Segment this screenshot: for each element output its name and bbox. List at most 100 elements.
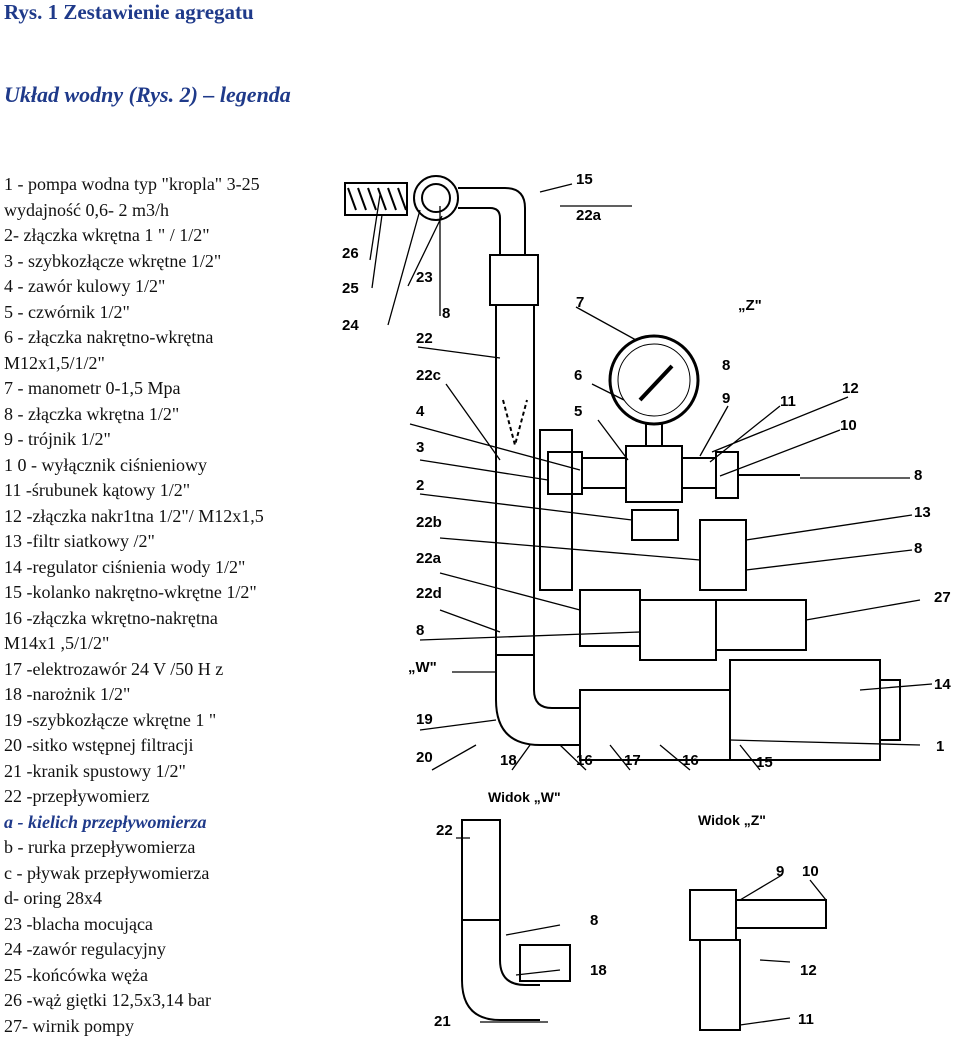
- label-1: 1: [936, 738, 944, 755]
- label-8-a: 8: [442, 305, 450, 322]
- label-14: 14: [934, 676, 951, 693]
- legend-item: 19 -szybkozłącze wkrętne 1 ": [4, 709, 217, 730]
- valve-24-shape: [413, 175, 459, 221]
- view-z-label-12: 12: [800, 962, 817, 979]
- legend-item: 9 - trójnik 1/2": [4, 429, 111, 449]
- view-w-fitting: [519, 944, 571, 982]
- label-8-d: 8: [914, 540, 922, 557]
- filter-13-shape: [699, 519, 747, 591]
- label-10: 10: [840, 417, 857, 434]
- view-z-label-9: 9: [776, 863, 784, 880]
- legend-item: 20 -sitko wstępnej filtracji: [4, 735, 194, 755]
- view-z-title: Widok „Z": [698, 812, 766, 828]
- label-9: 9: [722, 390, 730, 407]
- label-23: 23: [416, 269, 433, 286]
- legend-item: 24 -zawór regulacyjny: [4, 939, 166, 959]
- label-15-b: 15: [756, 754, 773, 771]
- legend-item: 3 - szybkozłącze wkrętne 1/2": [4, 250, 222, 271]
- pump-end-shape: [880, 679, 901, 741]
- label-20: 20: [416, 749, 433, 766]
- label-5: 5: [574, 403, 582, 420]
- legend-item: 16 -złączka wkrętno-nakrętna: [4, 607, 218, 628]
- label-3: 3: [416, 439, 424, 456]
- label-27: 27: [934, 589, 951, 606]
- legend-item: 23 -blacha mocująca: [4, 913, 153, 934]
- pressure-switch-10-shape: [715, 451, 739, 499]
- flowmeter-float: [502, 399, 528, 449]
- legend-item: 12 -złączka nakr1tna 1/2"/ M12x1,5: [4, 505, 264, 526]
- view-w-label-18: 18: [590, 962, 607, 979]
- regulator-14-shape: [715, 599, 807, 651]
- legend-item: 6 - złączka nakrętno-wkrętna: [4, 327, 214, 347]
- label-12: 12: [842, 380, 859, 397]
- label-4: 4: [416, 403, 425, 420]
- hose-hatch: [347, 187, 407, 211]
- legend-item: M14x1 ,5/1/2": [4, 633, 110, 653]
- legend-item: 13 -filtr siatkowy /2": [4, 531, 155, 551]
- pump-1-shape: [729, 659, 881, 761]
- elbow-15-shape: [458, 187, 526, 255]
- solenoid-17-shape: [579, 589, 641, 647]
- view-z-pipe: [735, 899, 827, 929]
- legend-item: 4 - zawór kulowy 1/2": [4, 276, 166, 296]
- quick-coupler-3-shape: [547, 451, 583, 495]
- legend-item: 26 -wąż giętki 12,5x3,14 bar: [4, 990, 211, 1010]
- flowmeter-tube: [495, 304, 535, 656]
- leader-lines: [369, 183, 933, 1026]
- label-18: 18: [500, 752, 517, 769]
- view-w-label-8: 8: [590, 912, 598, 929]
- legend-item: d- oring 28x4: [4, 888, 102, 908]
- page-title: Rys. 1 Zestawienie agregatu: [4, 0, 254, 24]
- legend-item: wydajność 0,6- 2 m3/h: [4, 199, 169, 220]
- label-25: 25: [342, 280, 359, 297]
- ball-valve-4-shape: [581, 457, 627, 489]
- label-8-c: 8: [914, 467, 922, 484]
- manometer-stem: [645, 423, 663, 447]
- label-11: 11: [780, 393, 796, 410]
- view-w-label-21: 21: [434, 1013, 451, 1030]
- label-22a-top: 22a: [576, 207, 602, 224]
- label-7: 7: [576, 294, 584, 311]
- label-8-b: 8: [722, 357, 730, 374]
- label-22a: 22a: [416, 550, 442, 567]
- hose-shape: [344, 182, 408, 216]
- label-15: 15: [576, 171, 593, 188]
- legend-item: 7 - manometr 0-1,5 Mpa: [4, 378, 181, 398]
- label-view-w-arrow: „W": [408, 659, 437, 676]
- view-z-elbow: [699, 939, 741, 1031]
- label-24: 24: [342, 317, 359, 334]
- legend-item: 1 0 - wyłącznik ciśnieniowy: [4, 454, 207, 475]
- legend-item: 11 -śrubunek kątowy 1/2": [4, 480, 191, 500]
- legend-item: 21 -kranik spustowy 1/2": [4, 760, 186, 781]
- legend-item: 8 - złączka wkrętna 1/2": [4, 403, 180, 424]
- fitting-2-shape: [631, 509, 679, 541]
- manometer-needle: [638, 364, 674, 402]
- legend-item: a - kielich przepływomierza: [4, 811, 207, 832]
- cross-lower-shape: [639, 599, 717, 661]
- view-w-tube: [461, 819, 501, 921]
- view-w-label-22: 22: [436, 822, 453, 839]
- cross-5-shape: [625, 445, 683, 503]
- label-17: 17: [624, 752, 641, 769]
- label-6: 6: [574, 367, 582, 384]
- legend-item: 18 -narożnik 1/2": [4, 684, 131, 704]
- legend-item: 22 -przepływomierz: [4, 786, 150, 806]
- section-subtitle: Układ wodny (Rys. 2) – legenda: [4, 82, 291, 107]
- legend-item: 14 -regulator ciśnienia wody 1/2": [4, 556, 246, 577]
- manometer-dial: [617, 343, 691, 417]
- legend-item: 17 -elektrozawór 24 V /50 H z: [4, 658, 224, 679]
- view-w-elbow: [461, 920, 540, 1021]
- fitting-8-shape: [681, 457, 717, 489]
- valve-24-inner: [421, 183, 451, 213]
- label-view-z-arrow: „Z": [738, 297, 762, 314]
- pump-inlet-shape: [579, 689, 731, 761]
- elbow-18-shape: [495, 655, 580, 746]
- label-22d: 22d: [416, 585, 442, 602]
- label-2: 2: [416, 477, 424, 494]
- label-13: 13: [914, 504, 931, 521]
- label-22c: 22c: [416, 367, 441, 384]
- drawing-main: [344, 175, 901, 1031]
- legend-item: b - rurka przepływomierza: [4, 837, 196, 857]
